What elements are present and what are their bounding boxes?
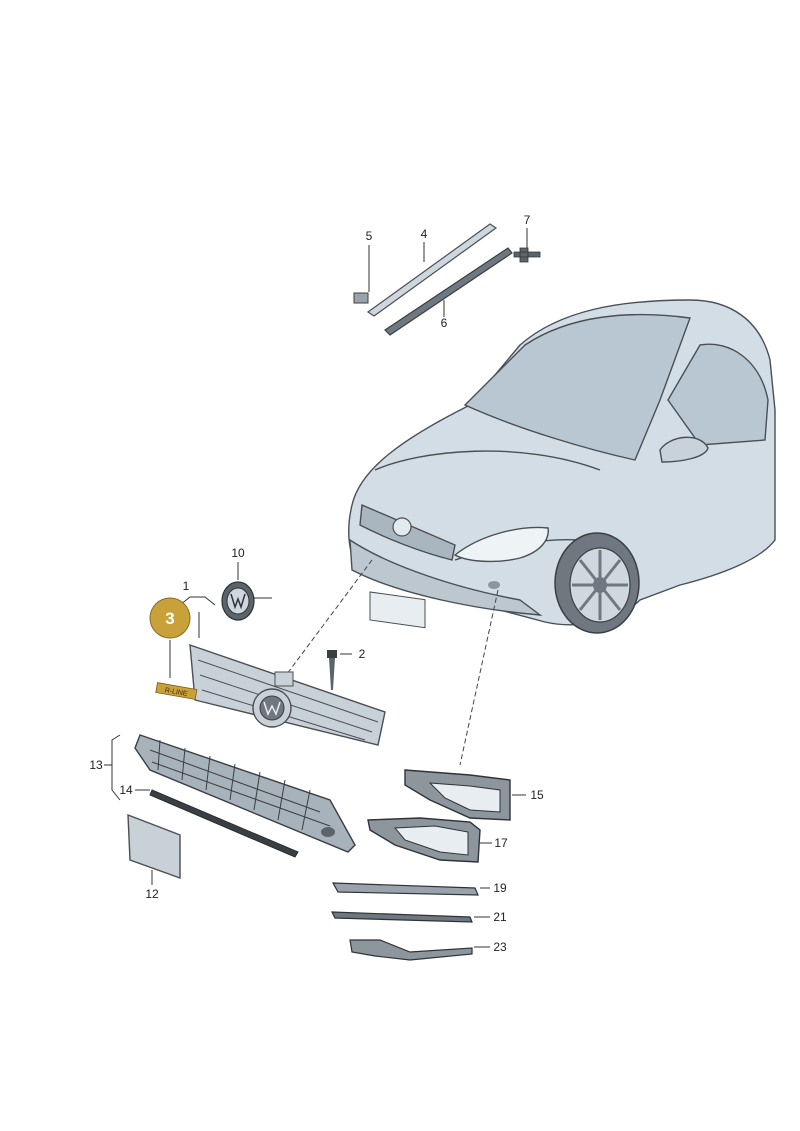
part-19-strip — [331, 882, 479, 896]
car-headlight — [453, 526, 549, 563]
car-illustration — [348, 299, 776, 634]
car-vw-logo — [392, 517, 412, 537]
callout-6: 6 — [441, 316, 448, 330]
callout-labels: 1 2 4 5 6 7 10 12 13 14 15 17 19 21 23 — [89, 213, 544, 954]
callout-7: 7 — [524, 213, 531, 227]
part-7-clip — [513, 247, 541, 263]
part-23-strip — [349, 939, 473, 961]
callout-10: 10 — [231, 546, 245, 560]
callout-19: 19 — [493, 881, 507, 895]
car-mirror — [659, 436, 709, 463]
part-5-clip — [353, 292, 369, 304]
part-1-upper-grille — [189, 643, 386, 746]
callout-14: 14 — [119, 783, 133, 797]
callout-12: 12 — [145, 887, 159, 901]
part-13-lower-grille — [134, 734, 356, 853]
part-4-molding — [366, 223, 498, 317]
part-21-strip — [331, 911, 473, 923]
part-14-trim-strip — [149, 789, 299, 858]
grille-vw-badge — [252, 688, 292, 728]
r-line-emblem: R-LINE — [155, 682, 198, 700]
car-side-window — [667, 343, 769, 446]
callout-17: 17 — [494, 836, 508, 850]
highlight-label[interactable]: 3 — [165, 609, 174, 628]
callout-15: 15 — [530, 788, 544, 802]
part-6-molding — [384, 247, 513, 336]
callout-21: 21 — [493, 910, 507, 924]
callout-1: 1 — [183, 579, 190, 593]
callout-23: 23 — [493, 940, 507, 954]
callout-2: 2 — [359, 647, 366, 661]
callout-4: 4 — [421, 227, 428, 241]
part-17-fog-frame — [367, 817, 492, 863]
car-plate-area — [369, 591, 426, 629]
projection-lines — [274, 559, 499, 766]
part-15-fog-frame — [404, 769, 526, 821]
car-wheel — [554, 532, 640, 634]
car-windshield — [463, 313, 691, 461]
callout-13: 13 — [89, 758, 103, 772]
highlight-marker[interactable] — [149, 597, 191, 639]
car-lower-bumper — [349, 538, 543, 616]
callout-5: 5 — [366, 229, 373, 243]
roof-molding-parts — [353, 223, 541, 336]
part-10-emblem — [221, 562, 272, 621]
highlighted-part-3[interactable]: 3 R-LINE — [149, 597, 198, 700]
svg-text:R-LINE: R-LINE — [164, 687, 188, 698]
part-2-screw — [327, 650, 352, 690]
part-12-plate-bracket — [127, 813, 181, 879]
